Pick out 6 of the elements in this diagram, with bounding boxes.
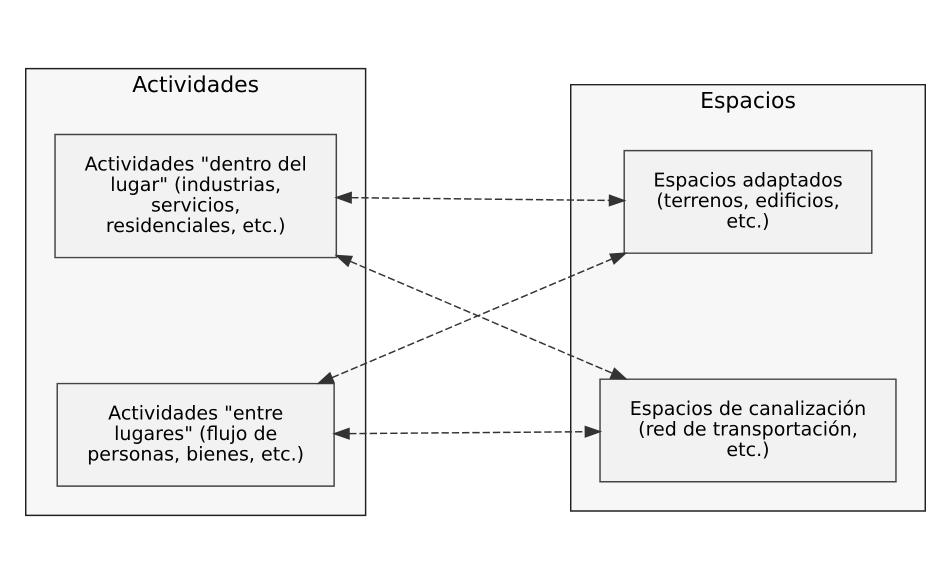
node-box: Espacios adaptados (terrenos, edificios, etc.) bbox=[623, 150, 873, 254]
node-box: Actividades "entre lugares" (flujo de personas, bienes, etc.) bbox=[56, 382, 335, 487]
arrow bbox=[332, 426, 602, 440]
arrow bbox=[334, 192, 626, 207]
node-box: Actividades "dentro del lugar" (industrias, servicios, residenciales, etc.) bbox=[54, 134, 338, 258]
node-box: Espacios de canalización (red de transportación, etc.) bbox=[599, 378, 897, 482]
